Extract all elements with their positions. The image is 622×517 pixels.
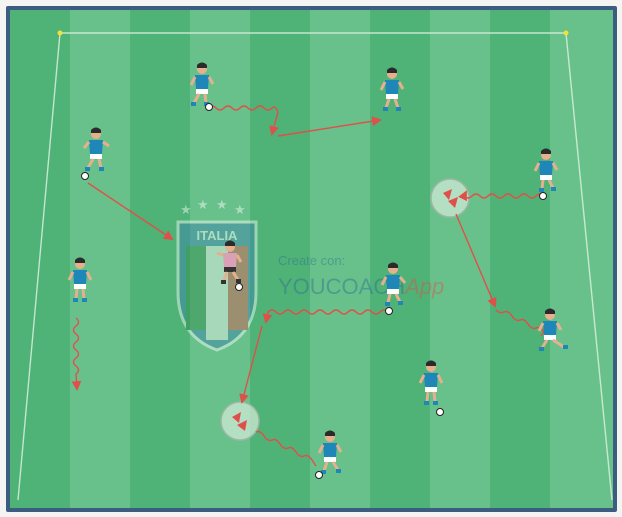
watermark-line2: YOUCOACHApp xyxy=(278,274,444,299)
player-p4 xyxy=(533,148,559,200)
corner-marker-left xyxy=(57,30,63,36)
player-p10 xyxy=(315,430,343,479)
svg-text:★: ★ xyxy=(180,203,192,218)
player-p1 xyxy=(189,62,215,111)
svg-text:★: ★ xyxy=(216,198,228,213)
field-lines xyxy=(17,32,613,501)
player-p3 xyxy=(81,127,110,180)
dribble-arrow-1 xyxy=(207,105,279,136)
cone-c1 xyxy=(430,178,470,218)
pass-arrow-1 xyxy=(277,116,382,137)
player-p2 xyxy=(379,67,405,111)
dribble-arrow-4 xyxy=(71,317,82,391)
crest-stars: ★ ★ ★ ★ xyxy=(180,198,246,218)
player-p7 xyxy=(380,262,407,315)
watermark-line1: Create con: xyxy=(278,253,345,268)
crest-text: ITALIA xyxy=(197,228,239,243)
pass-arrow-3 xyxy=(455,213,497,308)
player-p6 xyxy=(67,257,93,302)
player-p9 xyxy=(418,360,444,416)
player-p5 xyxy=(216,240,243,291)
player-p8 xyxy=(537,308,568,351)
players xyxy=(67,62,568,479)
drill-arrows xyxy=(71,105,545,467)
corner-marker-right xyxy=(563,30,569,36)
svg-text:★: ★ xyxy=(234,203,246,218)
watermark: ★ ★ ★ ★ ITALIA Create con: YOUCOACHApp xyxy=(176,198,444,352)
dribble-arrow-5 xyxy=(262,309,389,324)
dribble-arrow-2 xyxy=(458,190,545,202)
pass-arrow-2 xyxy=(87,182,174,241)
pass-arrow-4 xyxy=(239,325,263,404)
dribble-arrow-3 xyxy=(495,309,545,337)
cone-c2 xyxy=(220,401,260,441)
svg-text:★: ★ xyxy=(197,198,209,213)
dribble-arrow-6 xyxy=(255,430,317,467)
